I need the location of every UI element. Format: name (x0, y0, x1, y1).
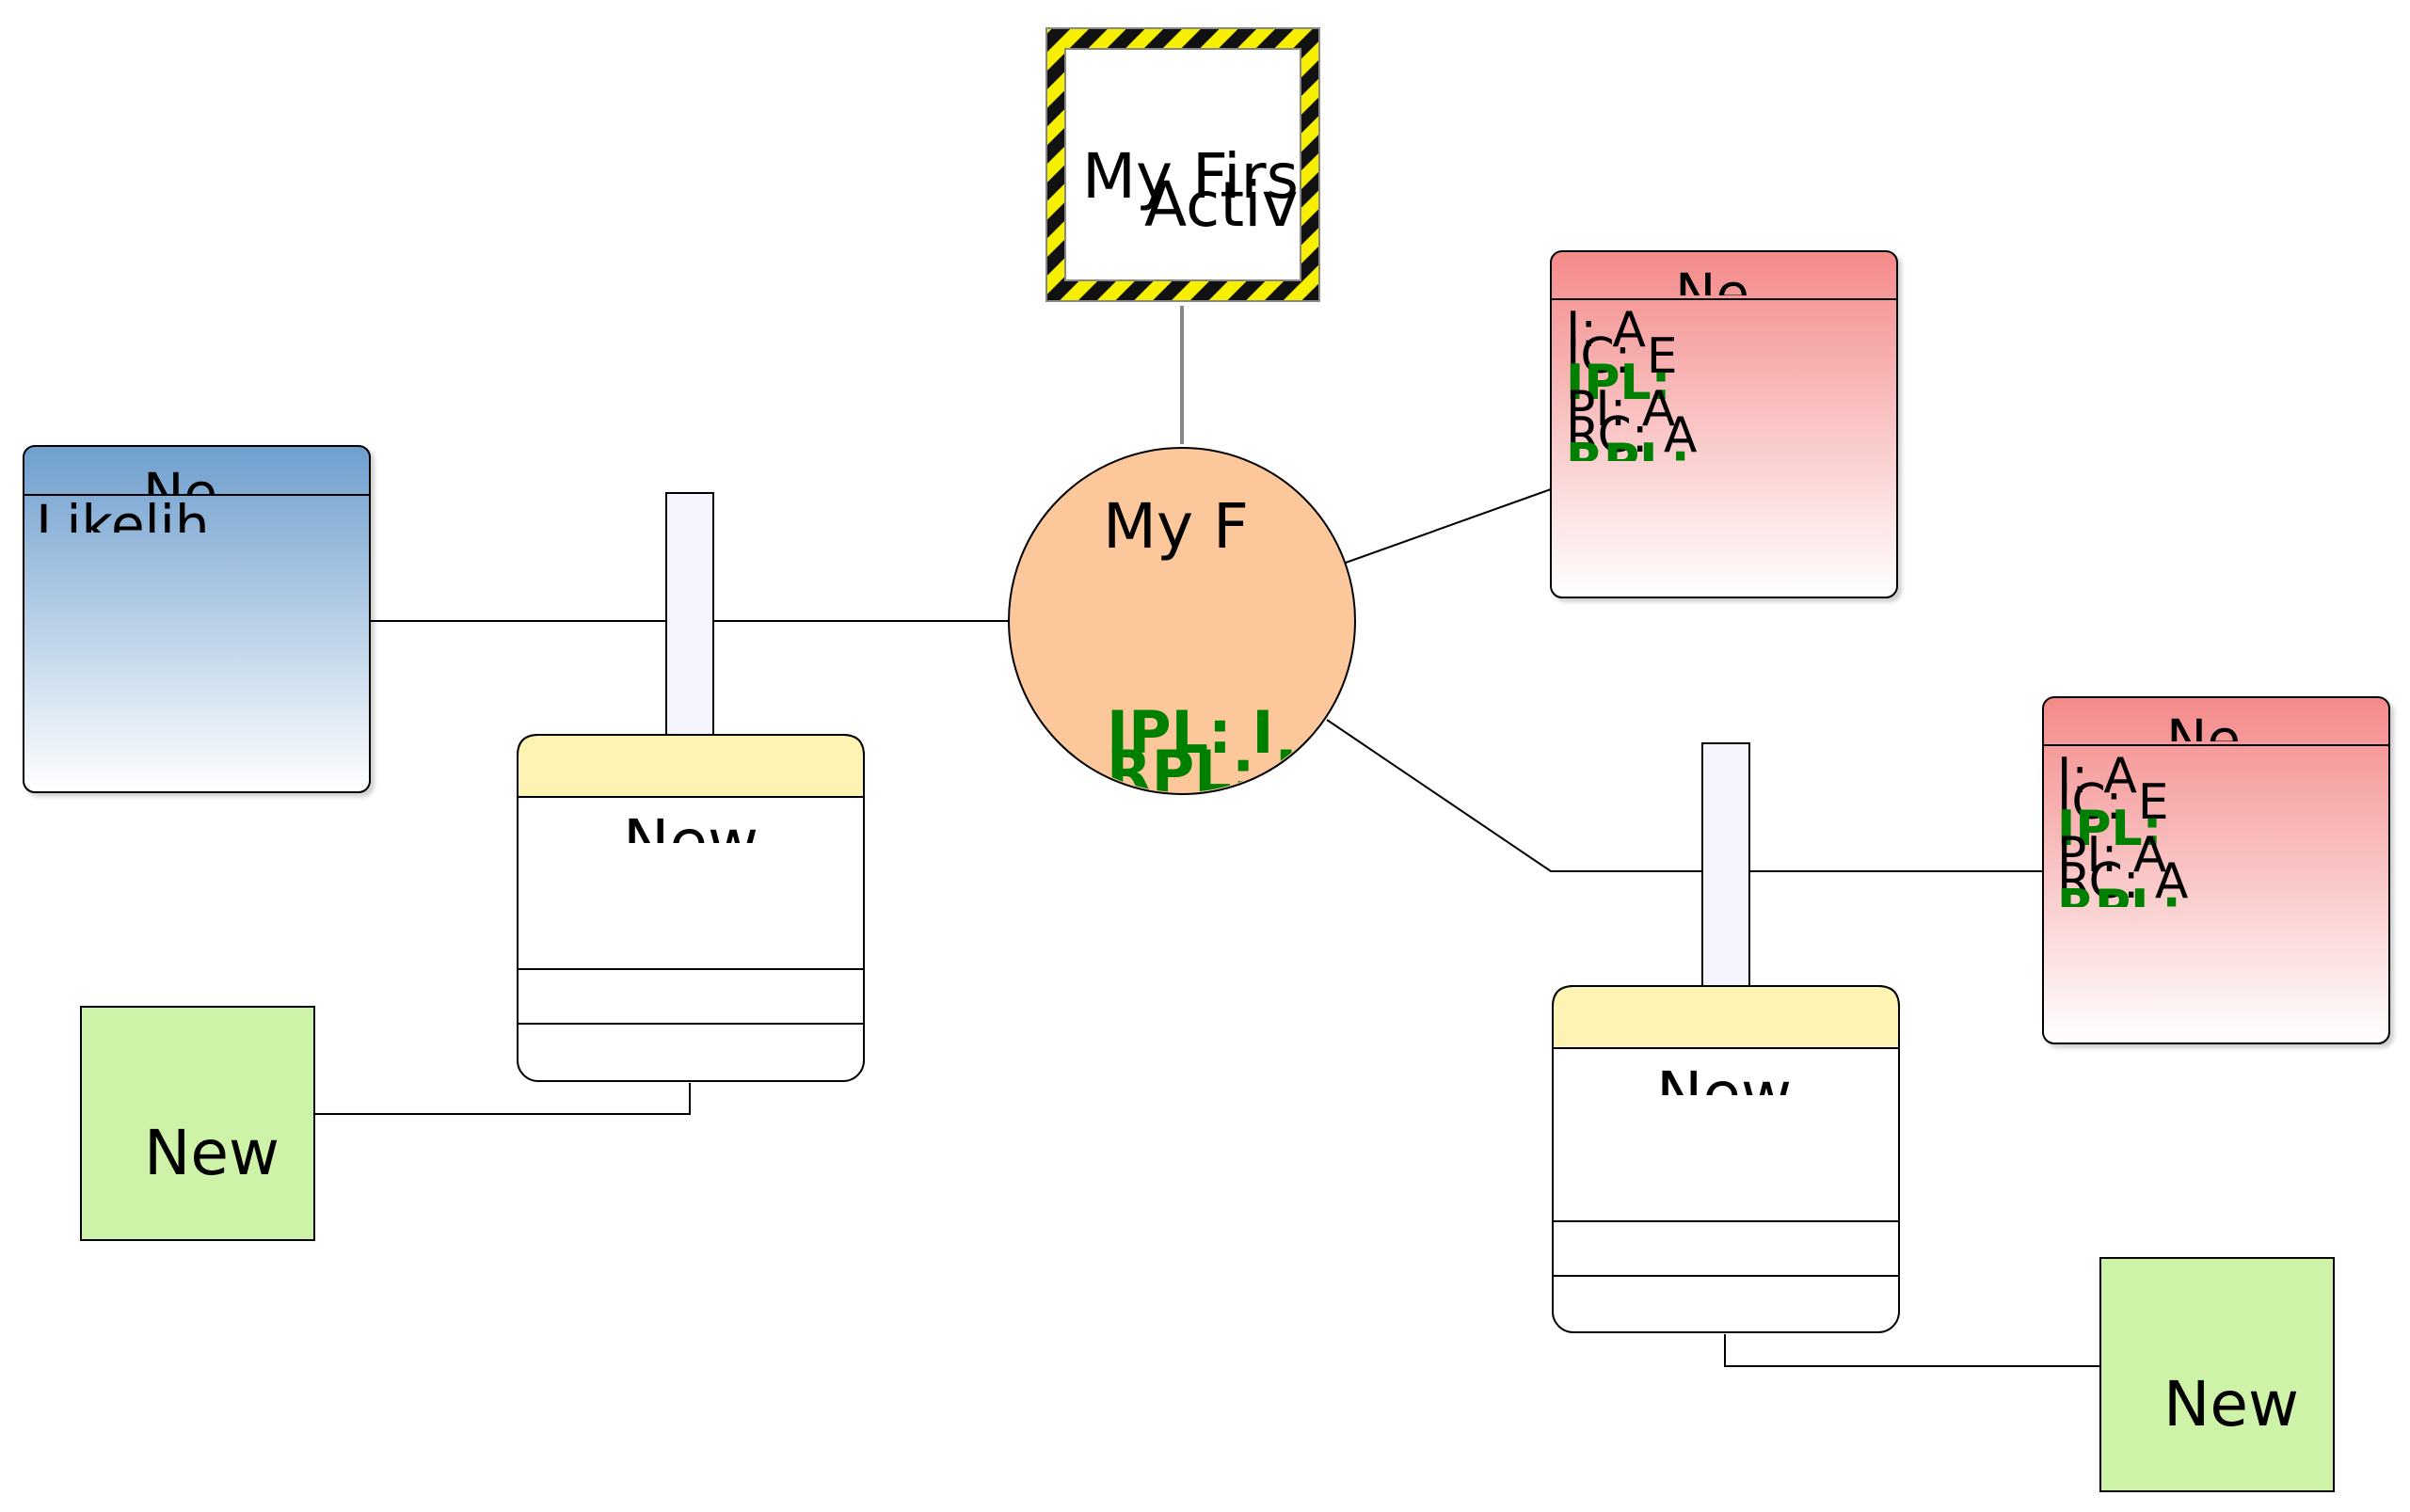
blue-box-frame (23, 445, 371, 793)
yellow-card-left-header (517, 734, 865, 798)
yellow-card-left[interactable]: New (517, 734, 865, 1082)
activity-inner (1064, 48, 1301, 281)
connectors (315, 306, 2100, 1367)
connector-center-to-pink-bottom (1326, 719, 2042, 872)
blue-box-body: Likelih (36, 493, 210, 557)
pink-box-bottom-row-3: IPL: (2057, 801, 2162, 857)
green-box-left-frame (80, 1006, 315, 1241)
pink-box-bottom-row-6: RPL: (2057, 880, 2181, 936)
green-box-left-label: New (144, 1117, 279, 1189)
green-box-right-label: New (2163, 1368, 2299, 1440)
green-box-left[interactable]: New (80, 1006, 315, 1241)
connector-center-to-pink-top (1345, 488, 1552, 564)
pink-box-top-row-4: PI: A (1566, 381, 1676, 438)
pink-box-top-row-6: RPL: (1566, 434, 1690, 490)
lavender-bar-left (665, 492, 714, 739)
pink-box-top-row-3: IPL: (1566, 355, 1670, 411)
pink-box-bottom[interactable]: Ne I: A IC: E IPL: PI: A RC: A RPL: (2042, 696, 2390, 1044)
pink-box-top-row-1: I: A (1566, 302, 1646, 358)
lavender-bar-right (1701, 742, 1750, 989)
connector-yellow-right-to-green (1724, 1334, 2100, 1367)
center-metric-ipl: IPL: I (1107, 698, 1273, 767)
activity-label-line2: Activ (1144, 168, 1299, 241)
pink-box-bottom-row-4: PI: A (2057, 827, 2167, 883)
pink-box-bottom-row-1: I: A (2057, 748, 2137, 804)
pink-box-top-row-5: RC: A (1566, 407, 1698, 464)
pink-box-top-header: Ne (1675, 262, 1749, 326)
yellow-card-right[interactable]: New (1552, 985, 1900, 1333)
pink-box-top-row-2: IC: E (1566, 328, 1678, 385)
center-circle (1008, 447, 1356, 795)
center-node[interactable]: My F IPL: I RPL: I (1008, 447, 1356, 806)
green-box-right-frame (2099, 1257, 2335, 1492)
pink-box-top-frame (1550, 250, 1898, 598)
green-box-right[interactable]: New (2099, 1257, 2335, 1492)
yellow-card-right-header (1552, 985, 1900, 1049)
pink-box-bottom-row-5: RC: A (2057, 853, 2189, 910)
pink-box-bottom-header: Ne (2166, 708, 2241, 772)
connector-yellow-left-to-green (315, 1083, 691, 1115)
yellow-card-right-title: New (1656, 1058, 1792, 1131)
blue-box[interactable]: Ne Likelih (23, 445, 371, 793)
center-title: My F (1103, 490, 1249, 563)
blue-box-header: Ne (143, 461, 217, 525)
activity-node[interactable]: My Firs Activ (1045, 27, 1320, 302)
pink-box-bottom-row-2: IC: E (2057, 774, 2169, 831)
yellow-card-left-title: New (623, 806, 758, 879)
pink-box-bottom-frame (2042, 696, 2390, 1044)
pink-box-top[interactable]: Ne I: A IC: E IPL: PI: A RC: A RPL: (1550, 250, 1898, 598)
activity-label-line1: My Firs (1082, 140, 1299, 213)
